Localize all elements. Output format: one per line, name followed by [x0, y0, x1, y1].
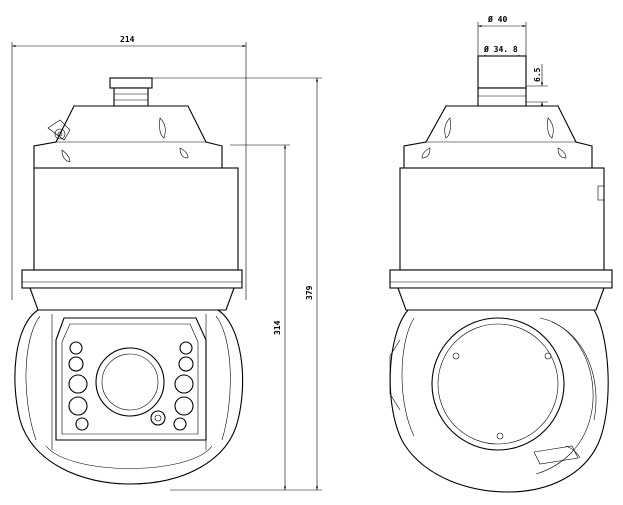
- front-housing: [21, 167, 243, 311]
- overall-height-dimension: 379: [150, 77, 322, 491]
- body-height-dimension: 314: [230, 144, 290, 490]
- inner-diameter-dimension: Ø 34. 8: [482, 44, 522, 58]
- body-height-dim-label: 314: [273, 320, 282, 335]
- width-dim-label: 214: [120, 35, 135, 44]
- width-dimension: 214: [11, 35, 247, 300]
- front-top-cap: [33, 105, 223, 169]
- side-housing: [389, 167, 613, 311]
- thread-height-dimension: 6.5: [526, 64, 548, 116]
- front-view: 214 379 314: [11, 35, 322, 491]
- outer-diameter-label: Ø 40: [487, 14, 507, 24]
- side-head: [389, 309, 609, 493]
- thread-height-label: 6.5: [533, 67, 542, 82]
- front-mount-stub: [109, 77, 153, 107]
- inner-diameter-label: Ø 34. 8: [483, 44, 518, 54]
- overall-height-dim-label: 379: [305, 285, 314, 300]
- front-dome: [14, 309, 244, 485]
- side-top-cap: [403, 105, 593, 169]
- side-mount-stub: [477, 55, 527, 107]
- side-view: Ø 40 Ø 34. 8 6.5: [389, 14, 613, 493]
